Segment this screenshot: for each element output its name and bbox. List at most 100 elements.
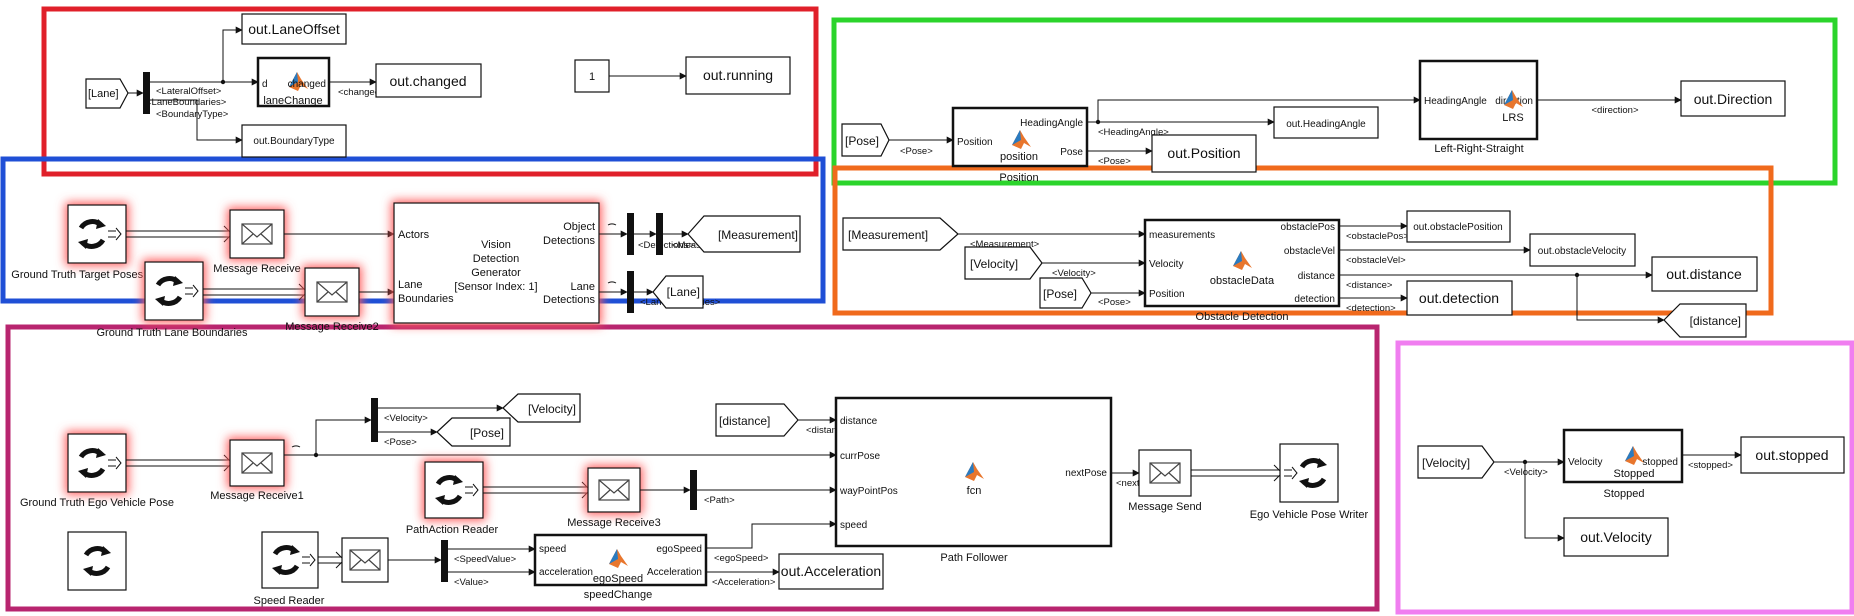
vision-detection-generator-block[interactable] [393, 202, 600, 324]
goto-measurement-label: [Measurement] [718, 228, 798, 242]
src-speed-reader-block[interactable] [261, 531, 319, 589]
sig-changed: <changed> [338, 87, 386, 98]
lanechange-name: laneChange [263, 95, 322, 107]
msg-send-block[interactable] [1138, 449, 1192, 497]
out-acceleration-block[interactable] [778, 553, 884, 590]
out-obstaclevel-block[interactable] [1529, 233, 1636, 267]
out-position-block[interactable] [1151, 134, 1257, 173]
out-velocity-label: out.Velocity [1580, 529, 1652, 545]
out-distance-block[interactable] [1651, 256, 1758, 292]
group-stopped-frame [1395, 340, 1854, 615]
src-lane-boundaries-block[interactable] [144, 261, 204, 321]
constant-value: 1 [589, 71, 595, 83]
bus-selector-speed[interactable] [441, 540, 448, 582]
obs-name: Obstacle Detection [1196, 311, 1289, 323]
sig-egospeed: <egoSpeed> [714, 553, 769, 564]
from-lane-tag[interactable] [85, 78, 129, 109]
msg-receive2-label: Message Receive2 [285, 321, 379, 333]
out-running-label: out.running [703, 67, 773, 83]
sig-velocity-obstacle: <Velocity> [1052, 268, 1096, 279]
out-obstaclepos-block[interactable] [1406, 210, 1511, 243]
src-target-poses-block[interactable] [67, 204, 127, 264]
goto-measurement-tag[interactable] [687, 215, 801, 253]
obs-in-velocity: Velocity [1149, 259, 1183, 270]
msg-receive2-block[interactable] [304, 267, 360, 317]
goto-lane-tag[interactable] [652, 275, 704, 309]
sig-pose: <Pose> [900, 146, 933, 157]
sig-distance-obstacle: <distance> [1346, 280, 1393, 291]
bus-selector-lane[interactable] [143, 72, 150, 114]
goto-distance-tag[interactable] [1663, 303, 1747, 338]
sc-inner: egoSpeed [593, 573, 643, 585]
gen-in-lane-1: Lane [398, 279, 422, 291]
out-distance-label: out.distance [1666, 266, 1742, 282]
lrs-inner: LRS [1502, 112, 1523, 124]
obs-in-measurements: measurements [1149, 230, 1215, 241]
sc-in-speed: speed [539, 544, 566, 555]
pf-in-currpose: currPose [840, 451, 880, 462]
sig-detection: <detection> [1346, 303, 1396, 314]
out-boundarytype-block[interactable] [241, 124, 347, 158]
out-obstaclepos-label: out.obstaclePosition [1413, 222, 1503, 233]
from-pose-obstacle-tag[interactable] [1039, 277, 1092, 309]
out-stopped-block[interactable] [1740, 436, 1845, 474]
lanechange-in-port: d [262, 79, 268, 90]
bus-selector-ego[interactable] [371, 398, 378, 442]
obs-out-pos: obstaclePos [1281, 222, 1335, 233]
bus-selector-path[interactable] [690, 470, 697, 510]
stopped-block[interactable] [1562, 428, 1684, 484]
gen-out-lane-2: Detections [543, 294, 595, 306]
lrs-name: Left-Right-Straight [1434, 143, 1523, 155]
sig-direction: <direction> [1591, 105, 1638, 116]
src-ego-pose-block[interactable] [67, 433, 127, 493]
out-laneoffset-block[interactable] [241, 13, 347, 45]
ego-pose-writer-block[interactable] [1279, 443, 1339, 503]
obs-inner: obstacleData [1210, 275, 1275, 287]
out-heading-block[interactable] [1273, 106, 1379, 139]
bus-selector-detections[interactable] [627, 213, 634, 255]
position-name: Position [999, 172, 1038, 184]
from-velocity-stopped-label: [Velocity] [1422, 456, 1470, 470]
constant-block[interactable] [574, 59, 610, 93]
gen-out-lane-1: Lane [571, 281, 595, 293]
sig-speedvalue: <SpeedValue> [454, 554, 517, 565]
sig-distance-path: <distance> [806, 425, 853, 436]
out-velocity-block[interactable] [1563, 517, 1669, 557]
goto-pose-tag[interactable] [436, 417, 511, 447]
from-pose-tag[interactable] [841, 123, 890, 157]
from-velocity-tag[interactable] [964, 246, 1043, 280]
stopped-name: Stopped [1604, 488, 1645, 500]
stopped-in-port: Velocity [1568, 457, 1602, 468]
unnamed-sync-block[interactable] [67, 531, 127, 591]
gen-out-obj-1: Object [563, 221, 595, 233]
stopped-out-port: stopped [1642, 457, 1678, 468]
out-obstaclevel-label: out.obstacleVelocity [1538, 246, 1626, 257]
from-distance-label: [distance] [719, 414, 770, 428]
sc-out-accel: Acceleration [647, 567, 702, 578]
out-direction-block[interactable] [1680, 80, 1786, 117]
sig-acceleration: <Acceleration> [712, 577, 776, 588]
from-measurement-tag[interactable] [842, 217, 959, 251]
envelope-icon [316, 281, 348, 303]
out-changed-block[interactable] [375, 63, 482, 98]
src-pathaction-block[interactable] [424, 461, 484, 519]
pf-in-waypoint: wayPointPos [839, 486, 898, 497]
gen-in-actors: Actors [398, 229, 430, 241]
from-distance-tag[interactable] [715, 403, 799, 437]
out-boundarytype-label: out.BoundaryType [253, 136, 335, 147]
out-detection-block[interactable] [1406, 280, 1513, 316]
position-out-pose: Pose [1060, 147, 1083, 158]
envelope-icon [598, 479, 630, 501]
from-velocity-stopped-tag[interactable] [1417, 445, 1495, 479]
out-running-block[interactable] [685, 56, 791, 95]
bus-selector-measurement[interactable] [656, 213, 663, 255]
sig-pose-obstacle: <Pose> [1098, 297, 1131, 308]
pose-group: [Pose] <Pose> Position HeadingAngle Pose… [841, 59, 1786, 184]
position-inner: position [1000, 151, 1038, 163]
bus-selector-lane-detections[interactable] [627, 271, 634, 313]
src-pathaction-label: PathAction Reader [406, 524, 499, 536]
goto-velocity-tag[interactable] [502, 393, 581, 423]
obs-in-position: Position [1149, 289, 1185, 300]
group-obstacle-frame [832, 165, 1774, 316]
sig-velocity-stopped: <Velocity> [1504, 467, 1548, 478]
